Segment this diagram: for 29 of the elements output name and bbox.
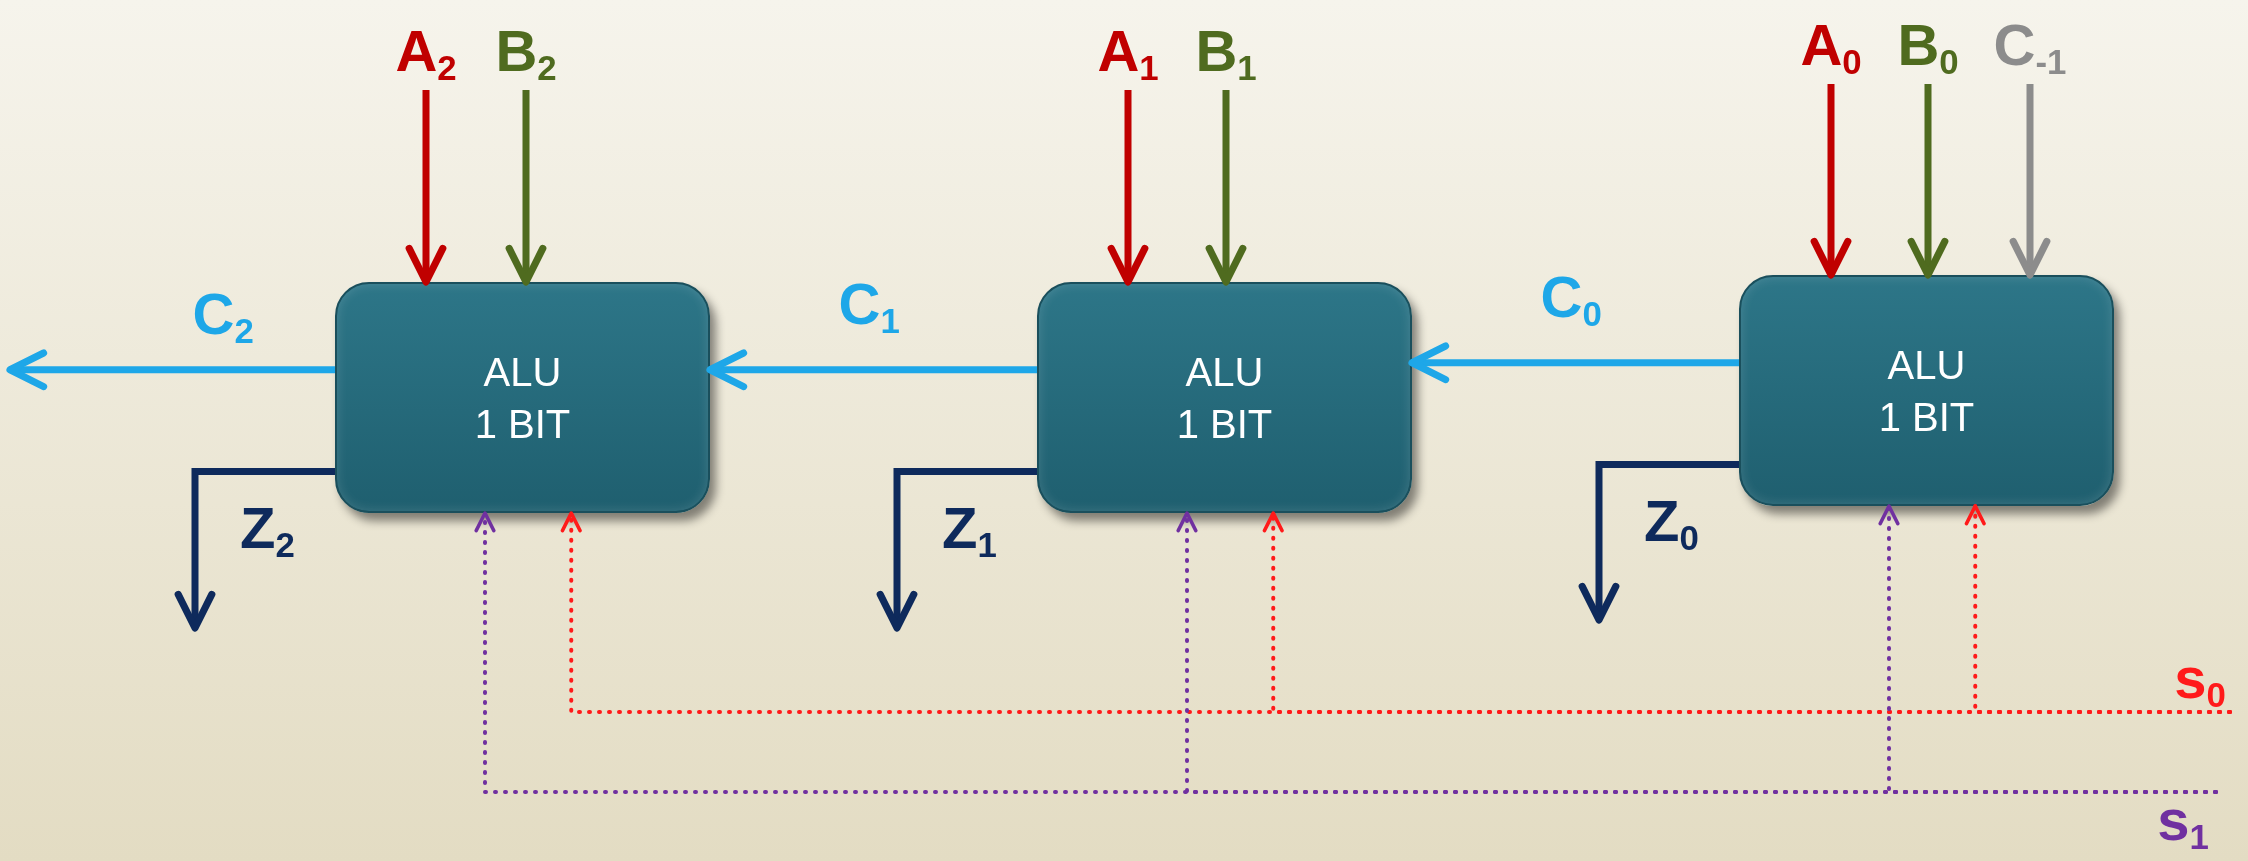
arrow	[6, 349, 335, 391]
input-signal-label: C$_{-1}$	[1975, 12, 2085, 84]
input-signal-label: B$_{1}$	[1181, 18, 1271, 90]
select-signal-label: s$_{1}$	[2150, 792, 2216, 854]
block-label: ALU 1 BIT	[1877, 341, 1976, 441]
arrow	[1408, 342, 1739, 384]
edge-label: C$_{0}$	[1540, 267, 1602, 332]
input-signal-label: B$_{0}$	[1886, 12, 1970, 84]
edge-label: C$_{2}$	[192, 284, 254, 349]
input-signal-label: A$_{0}$	[1786, 12, 1876, 84]
alu-block	[1739, 275, 2114, 506]
block-label: ALU 1 BIT	[473, 348, 572, 448]
edge-label: C$_{1}$	[838, 274, 900, 339]
input-signal-label: A$_{2}$	[381, 18, 471, 90]
dotted-arrow	[1964, 504, 2232, 714]
input-signal-label: B$_{2}$	[481, 18, 571, 90]
edge-label: Z$_{2}$	[240, 499, 295, 563]
arrow	[876, 467, 1037, 632]
block-label: ALU 1 BIT	[1175, 348, 1274, 448]
alu-block	[335, 282, 710, 513]
arrow	[706, 349, 1037, 391]
alu-block	[1037, 282, 1412, 513]
dotted-arrow	[1878, 504, 2218, 794]
arrow	[1578, 460, 1739, 624]
edge-label: Z$_{1}$	[942, 499, 997, 563]
edge-label: Z$_{0}$	[1644, 492, 1699, 556]
input-signal-label: A$_{1}$	[1083, 18, 1173, 90]
arrow	[174, 467, 335, 632]
select-signal-label: s$_{0}$	[2170, 650, 2230, 712]
